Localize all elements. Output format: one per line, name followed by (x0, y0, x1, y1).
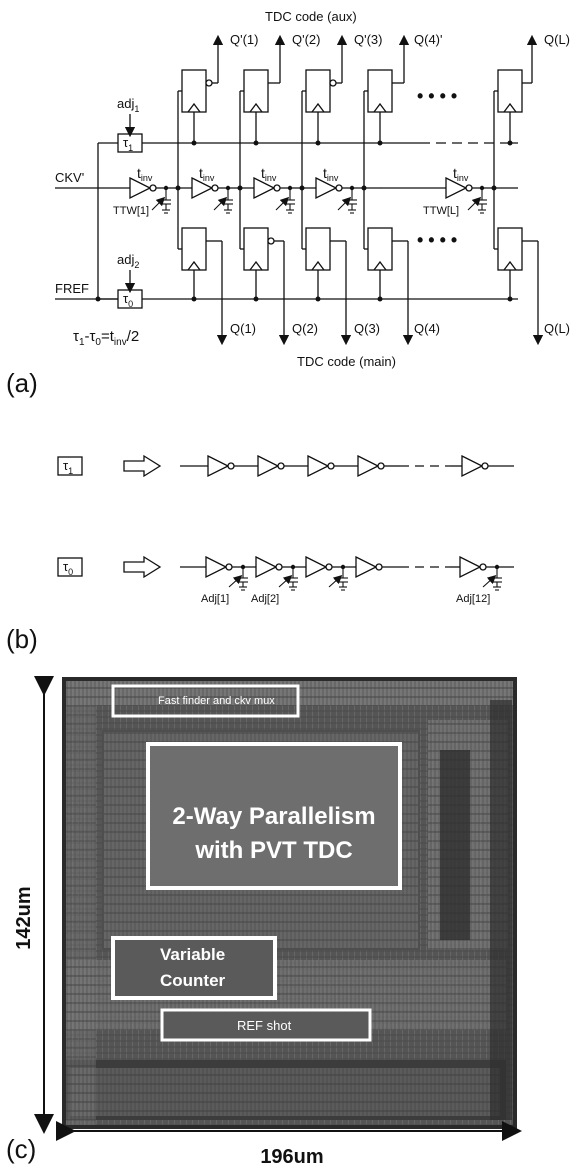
adj-1-label: Adj[1] (201, 593, 229, 605)
ellipsis-bottom: • • • • (417, 230, 457, 250)
q-aux-1-label: Q'(1) (230, 32, 258, 47)
aux-flip-flops (181, 69, 523, 113)
tinv-label-2: tinv (199, 165, 215, 183)
ttw-l-label: TTW[L] (423, 205, 459, 217)
tau0-label-b: τ0 (63, 559, 73, 577)
tau0-inverter-chain (180, 555, 514, 591)
parallel-tdc-block (146, 742, 402, 890)
tau1-label: τ1 (123, 135, 133, 153)
tau1-box-b (57, 456, 83, 476)
tau0-box-b (57, 557, 83, 577)
height-dimension-label: 142um (13, 886, 35, 949)
variable-counter-block (111, 936, 277, 1000)
tinv-label-3: tinv (261, 165, 277, 183)
adj-2-label: Adj[2] (251, 593, 279, 605)
adj2-label: adj2 (117, 252, 139, 270)
panel-b: τ1 τ0 Adj[1] Adj[2] Adj[12] (b) (6, 454, 514, 654)
inverter-chain (129, 176, 487, 214)
variable-counter-line1: Variable (160, 945, 225, 964)
ref-shot-block (160, 1008, 372, 1042)
fast-finder-label: Fast finder and ckv mux (158, 695, 275, 707)
ellipsis-top: • • • • (417, 86, 457, 106)
panel-c-label: (c) (6, 1134, 36, 1164)
q-main-2-label: Q(2) (292, 321, 318, 336)
parallel-tdc-line2: with PVT TDC (194, 837, 352, 864)
panel-b-label: (b) (6, 624, 38, 654)
tau0-label: τ0 (123, 291, 133, 309)
ckv-label: CKV' (55, 170, 84, 185)
q-main-l-label: Q(L) (544, 321, 570, 336)
adj1-label: adj1 (117, 96, 139, 114)
tinv-label-1: tinv (137, 165, 153, 183)
hollow-arrow-icon (123, 454, 162, 478)
variable-counter-line2: Counter (160, 971, 226, 990)
q-aux-2-label: Q'(2) (292, 32, 320, 47)
panel-a: TDC code (aux) (6, 9, 570, 398)
parallel-tdc-line1: 2-Way Parallelism (172, 803, 375, 830)
tau1-inverter-chain (180, 454, 514, 478)
q-aux-3-label: Q'(3) (354, 32, 382, 47)
fref-label: FREF (55, 281, 89, 296)
tau-equation: τ1-τ0=tinv/2 (73, 328, 139, 348)
q-main-4-label: Q(4) (414, 321, 440, 336)
q-aux-l-label: Q(L) (544, 32, 570, 47)
ttw-1-label: TTW[1] (113, 205, 149, 217)
q-aux-4-label: Q(4)' (414, 32, 442, 47)
tinv-label-l: tinv (453, 165, 469, 183)
q-main-1-label: Q(1) (230, 321, 256, 336)
die-photo: Fast finder and ckv mux 2-Way Parallelis… (62, 677, 517, 1129)
hollow-arrow-icon (123, 555, 162, 579)
panel-a-label: (a) (6, 368, 38, 398)
tdc-code-main-label: TDC code (main) (297, 354, 396, 369)
fast-finder-block (111, 684, 300, 718)
width-dimension-label: 196um (260, 1146, 323, 1168)
tinv-label-4: tinv (323, 165, 339, 183)
tdc-code-aux-label: TDC code (aux) (265, 9, 357, 24)
ref-shot-label: REF shot (237, 1018, 292, 1033)
adj-12-label: Adj[12] (456, 593, 490, 605)
q-main-3-label: Q(3) (354, 321, 380, 336)
panel-c: Fast finder and ckv mux 2-Way Parallelis… (6, 676, 522, 1168)
main-flip-flops (181, 227, 523, 271)
tau1-label-b: τ1 (63, 458, 73, 476)
